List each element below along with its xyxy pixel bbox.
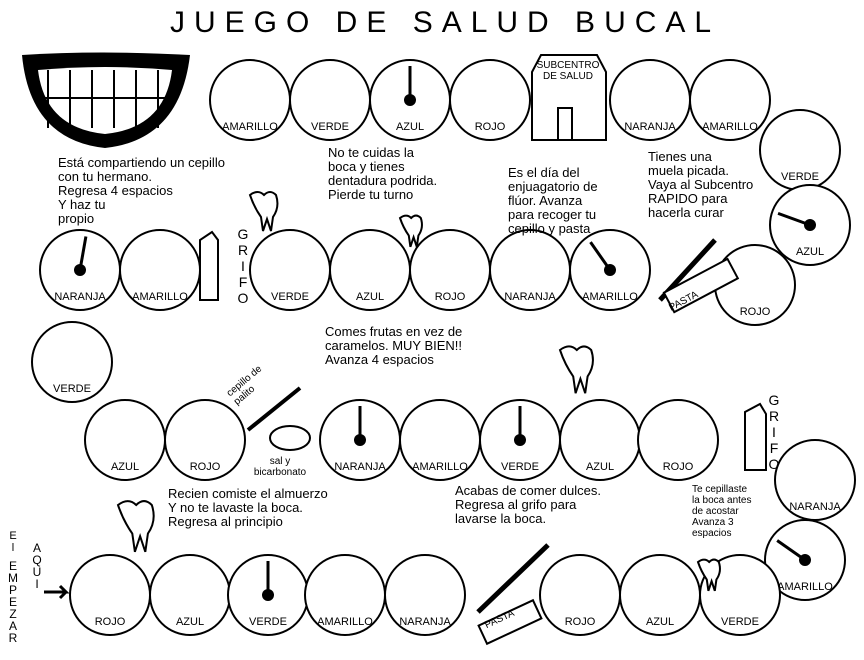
board-space-label: ROJO (435, 291, 466, 303)
board-space-label: AZUL (396, 121, 424, 133)
salt-bowl-icon (269, 425, 311, 451)
toothpaste-icon (662, 257, 740, 314)
board-space-label: AMARILLO (777, 581, 833, 593)
board-space-circle (699, 554, 781, 636)
note-cepillaste: Te cepillaste la boca antes de acostar A… (692, 484, 752, 539)
faucet-icon (199, 230, 219, 301)
board-space-label: AMARILLO (582, 291, 638, 303)
board-space-label: AMARILLO (317, 616, 373, 628)
toothpaste-icon (477, 598, 543, 646)
sal-label: sal y bicarbonato (253, 456, 307, 478)
faucet-icon (744, 402, 767, 471)
sad-tooth-icon (116, 500, 155, 553)
board-space-label: AZUL (176, 616, 204, 628)
subcentro-building-icon (531, 54, 607, 141)
board-space-label: AMARILLO (702, 121, 758, 133)
board-space-circle (31, 321, 113, 403)
spinner-center (262, 589, 274, 601)
board-space-label: ROJO (740, 306, 771, 318)
spinner-center (604, 264, 616, 276)
board-space-label: ROJO (663, 461, 694, 473)
start-label-aqui: A Q U I (32, 541, 42, 591)
spinner-center (799, 554, 811, 566)
note-no-cuidas: No te cuidas la boca y tienes dentadura … (328, 145, 438, 202)
start-arrow-icon (44, 584, 70, 600)
board-space-label: NARANJA (334, 461, 386, 473)
board-space-label: AMARILLO (412, 461, 468, 473)
board-space-label: NARANJA (399, 616, 451, 628)
note-enjuagatorio: Es el día del enjuagatorio de flúor. Ava… (508, 165, 598, 236)
note-frutas: Comes frutas en vez de caramelos. MUY BI… (325, 324, 463, 367)
grifo-label-2: G R I F O (768, 392, 780, 472)
page-title: JUEGO DE SALUD BUCAL (170, 6, 721, 39)
door-icon (557, 107, 573, 141)
board-space-circle (774, 439, 856, 521)
board-space-label: AMARILLO (222, 121, 278, 133)
sad-tooth-icon (248, 191, 279, 232)
start-label-el: E l (9, 530, 17, 554)
spinner-center (804, 219, 816, 231)
board-space-label: ROJO (95, 616, 126, 628)
board-space-label: VERDE (311, 121, 349, 133)
board-space-label: ROJO (565, 616, 596, 628)
note-dulces: Acabas de comer dulces. Regresa al grifo… (455, 483, 601, 526)
board-space-label: AZUL (796, 246, 824, 258)
stick-brush-icon (246, 386, 302, 432)
board-space-label: VERDE (721, 616, 759, 628)
spinner-center (74, 264, 86, 276)
board-space-label: VERDE (781, 171, 819, 183)
spinner-center (514, 434, 526, 446)
note-almuerzo: Recien comiste el almuerzo Y no te lavas… (168, 486, 328, 529)
board-space-label: AZUL (586, 461, 614, 473)
start-label-empezar: E M P E Z A R (8, 559, 18, 645)
board-space-label: VERDE (271, 291, 309, 303)
board-space-circle (384, 554, 466, 636)
board-space-circle (637, 399, 719, 481)
spinner-center (354, 434, 366, 446)
note-muela: Tienes una muela picada. Vaya al Subcent… (648, 149, 754, 220)
board-space-label: AZUL (111, 461, 139, 473)
board-space-label: AZUL (646, 616, 674, 628)
subcentro-label: SUBCENTRO DE SALUD (536, 60, 600, 82)
sad-tooth-icon (398, 214, 423, 248)
happy-tooth-icon (558, 345, 594, 394)
toothbrush-icon (476, 543, 550, 614)
tooth-icon (696, 558, 721, 592)
board-space-label: ROJO (475, 121, 506, 133)
board-space-label: AMARILLO (132, 291, 188, 303)
board-space-label: AZUL (356, 291, 384, 303)
board-space-label: ROJO (190, 461, 221, 473)
board-space-circle (689, 59, 771, 141)
board-space-label: VERDE (501, 461, 539, 473)
board-space-circle (449, 59, 531, 141)
board-space-label: VERDE (53, 383, 91, 395)
grifo-label-1: G R I F O (237, 226, 249, 306)
board-space-circle (164, 399, 246, 481)
board-space-label: NARANJA (789, 501, 841, 513)
teeth-icon (38, 67, 172, 134)
note-compartiendo: Está compartiendo un cepillo con tu herm… (58, 155, 225, 226)
spinner-center (404, 94, 416, 106)
board-space-label: NARANJA (504, 291, 556, 303)
board-space-label: NARANJA (624, 121, 676, 133)
board-space-label: NARANJA (54, 291, 106, 303)
board-space-label: VERDE (249, 616, 287, 628)
